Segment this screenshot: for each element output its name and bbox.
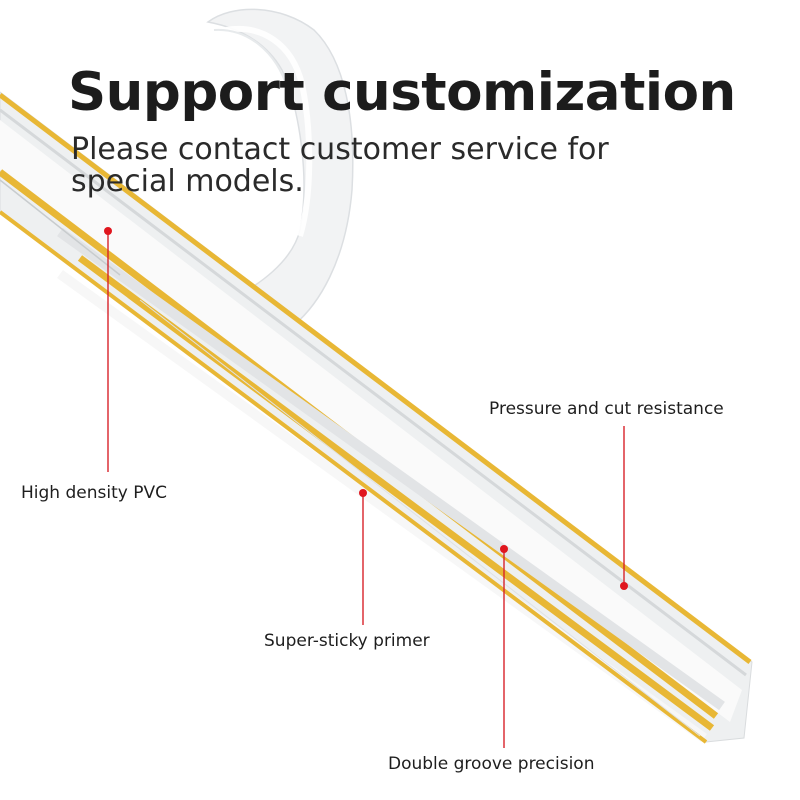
marker-dot-pvc bbox=[104, 227, 112, 235]
callout-pvc-label: High density PVC bbox=[21, 483, 167, 503]
subheadline: Please contact customer service for spec… bbox=[71, 132, 609, 199]
marker-dot-groove bbox=[500, 545, 508, 553]
callout-pressure-label: Pressure and cut resistance bbox=[489, 399, 724, 419]
callout-leaders bbox=[104, 227, 628, 748]
headline: Support customization bbox=[68, 62, 736, 123]
marker-dot-primer bbox=[359, 489, 367, 497]
tape-strip bbox=[0, 91, 753, 744]
callout-groove-label: Double groove precision bbox=[388, 754, 595, 774]
marker-dot-pressure bbox=[620, 582, 628, 590]
callout-primer-label: Super-sticky primer bbox=[264, 631, 430, 651]
